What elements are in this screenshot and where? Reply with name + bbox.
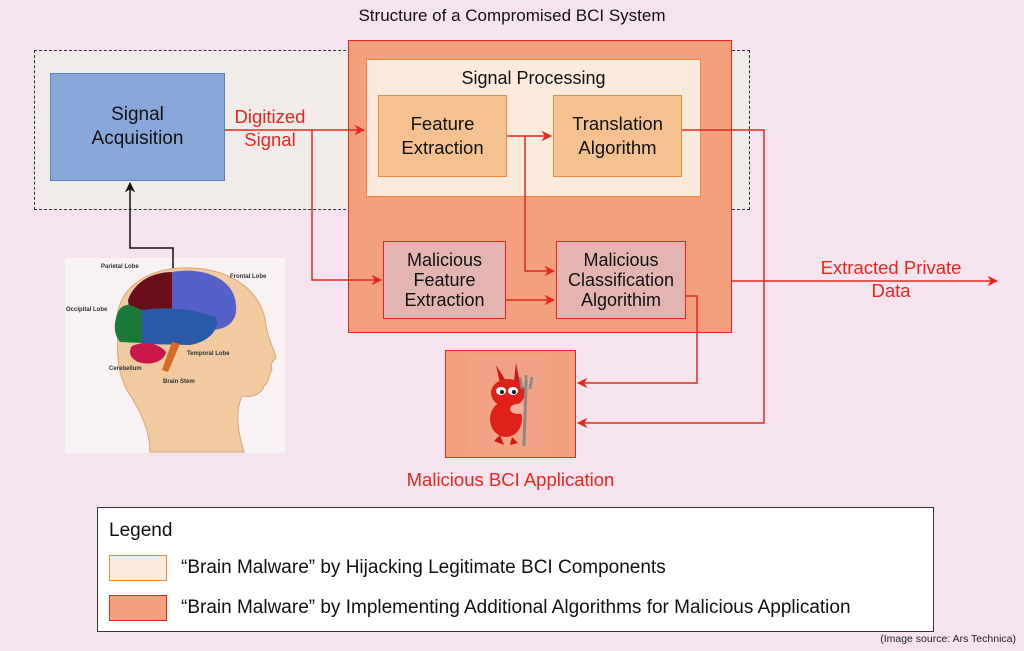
- digitized-signal-label: Digitized Signal: [234, 106, 306, 151]
- digitized-to-malicious-fe-arrow: [311, 130, 383, 286]
- brain-head-illustration: Parietal Lobe Frontal Lobe Occipital Lob…: [65, 258, 285, 453]
- translation-algorithm-label: Translation Algorithm: [572, 113, 663, 158]
- cerebellum: [130, 343, 166, 364]
- cerebellum-label: Cerebellum: [109, 366, 142, 372]
- devil-icon: [468, 356, 550, 451]
- brain-to-acquisition-arrow: [124, 181, 174, 268]
- legend-box: [97, 507, 934, 632]
- malicious-feature-extraction-label: Malicious Feature Extraction: [404, 249, 485, 311]
- legend-item-additional: “Brain Malware” by Implementing Addition…: [181, 597, 851, 618]
- frontal-lobe-label: Frontal Lobe: [230, 274, 267, 280]
- image-source-caption: (Image source: Ars Technica): [880, 633, 1016, 645]
- legend-swatch-additional: [109, 595, 167, 621]
- classification-to-app-arrow: [576, 295, 698, 389]
- feature-extraction-label: Feature Extraction: [401, 113, 484, 158]
- parietal-lobe: [128, 272, 172, 320]
- legend-item-hijacking: “Brain Malware” by Hijacking Legitimate …: [181, 557, 666, 578]
- occipital-lobe-label: Occipital Lobe: [66, 307, 108, 313]
- fe-to-malicious-classification-arrow: [524, 136, 556, 277]
- malicious-feature-extraction-node: Malicious Feature Extraction: [383, 241, 506, 319]
- signal-acquisition-node: Signal Acquisition: [50, 73, 225, 181]
- brain-stem-label: Brain Stem: [163, 379, 195, 385]
- malicious-classification-label: Malicious Classification Algorithim: [567, 249, 675, 311]
- malicious-app-label: Malicious BCI Application: [406, 469, 615, 490]
- parietal-lobe-label: Parietal Lobe: [101, 264, 139, 270]
- translation-to-app-arrow: [576, 129, 765, 429]
- malicious-classification-node: Malicious Classification Algorithim: [556, 241, 686, 319]
- extracted-private-data-label: Extracted Private Data: [820, 257, 962, 302]
- temporal-lobe-label: Temporal Lobe: [187, 351, 230, 357]
- feature-extraction-node: Feature Extraction: [378, 95, 507, 177]
- translation-algorithm-node: Translation Algorithm: [553, 95, 682, 177]
- malicious-app-node: [445, 350, 576, 458]
- diagram-title: Structure of a Compromised BCI System: [358, 6, 666, 25]
- legend-title: Legend: [109, 520, 173, 541]
- signal-processing-label: Signal Processing: [461, 68, 606, 88]
- brain-stem: [162, 342, 180, 372]
- legend-swatch-hijacking: [109, 555, 167, 581]
- signal-acquisition-label: Signal Acquisition: [91, 104, 184, 149]
- temporal-lobe: [142, 308, 217, 345]
- occipital-lobe: [114, 304, 142, 343]
